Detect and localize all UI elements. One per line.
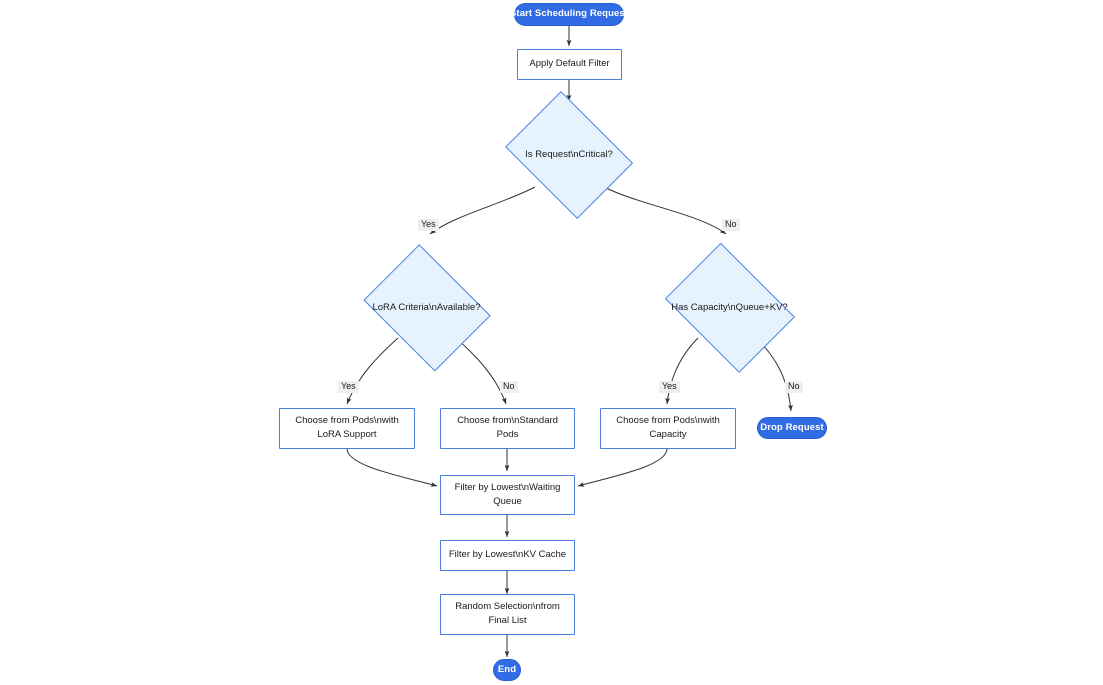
- edge-label-lora-no: No: [500, 381, 518, 393]
- node-choose-pods-with-capacity-label: Choose from Pods\nwith Capacity: [616, 415, 720, 440]
- edge-label-capacity-yes: Yes: [659, 381, 680, 393]
- node-choose-pods-with-capacity[interactable]: Choose from Pods\nwith Capacity: [600, 408, 736, 449]
- node-choose-standard-pods-label: Choose from\nStandard Pods: [457, 415, 558, 440]
- node-filter-lowest-kv-cache[interactable]: Filter by Lowest\nKV Cache: [440, 540, 575, 571]
- edge-pods-capacity-to-filter-queue: [577, 448, 668, 487]
- node-has-capacity-label: Has Capacity\nQueue+KV?: [671, 301, 788, 313]
- node-has-capacity[interactable]: Has Capacity\nQueue+KV?: [655, 242, 804, 374]
- edge-pods-lora-to-filter-queue: [346, 448, 438, 487]
- node-drop-request[interactable]: Drop Request: [757, 417, 827, 439]
- edge-is-critical-to-has-capacity: [603, 186, 727, 235]
- node-is-request-critical-label: Is Request\nCritical?: [525, 148, 613, 160]
- node-drop-request-label: Drop Request: [760, 421, 824, 433]
- node-end-label: End: [497, 663, 517, 675]
- edge-label-critical-yes: Yes: [418, 219, 439, 231]
- edge-lora-criteria-to-pods-lora: [346, 337, 399, 405]
- node-filter-lowest-waiting-queue[interactable]: Filter by Lowest\nWaiting Queue: [440, 475, 575, 515]
- node-choose-pods-lora-support[interactable]: Choose from Pods\nwith LoRA Support: [279, 408, 415, 449]
- node-random-selection-final-list[interactable]: Random Selection\nfrom Final List: [440, 594, 575, 635]
- node-filter-lowest-kv-cache-label: Filter by Lowest\nKV Cache: [448, 549, 567, 561]
- edge-label-critical-no: No: [722, 219, 740, 231]
- node-lora-criteria-available-label: LoRA Criteria\nAvailable?: [372, 301, 481, 313]
- edge-has-capacity-to-pods-capacity: [665, 337, 699, 405]
- edge-label-capacity-no: No: [785, 381, 803, 393]
- edge-label-lora-yes: Yes: [338, 381, 359, 393]
- node-filter-lowest-waiting-queue-label: Filter by Lowest\nWaiting Queue: [454, 481, 561, 507]
- node-is-request-critical[interactable]: Is Request\nCritical?: [497, 91, 641, 219]
- node-lora-criteria-available[interactable]: LoRA Criteria\nAvailable?: [355, 244, 498, 372]
- node-apply-default-filter-label: Apply Default Filter: [529, 58, 610, 70]
- node-random-selection-final-list-label: Random Selection\nfrom Final List: [455, 601, 560, 626]
- node-start[interactable]: Start Scheduling Request: [510, 3, 628, 26]
- node-end[interactable]: End: [493, 659, 521, 681]
- node-choose-pods-lora-support-label: Choose from Pods\nwith LoRA Support: [295, 415, 399, 440]
- node-choose-standard-pods[interactable]: Choose from\nStandard Pods: [440, 408, 575, 449]
- node-apply-default-filter[interactable]: Apply Default Filter: [517, 49, 622, 80]
- node-start-label: Start Scheduling Request: [510, 8, 629, 20]
